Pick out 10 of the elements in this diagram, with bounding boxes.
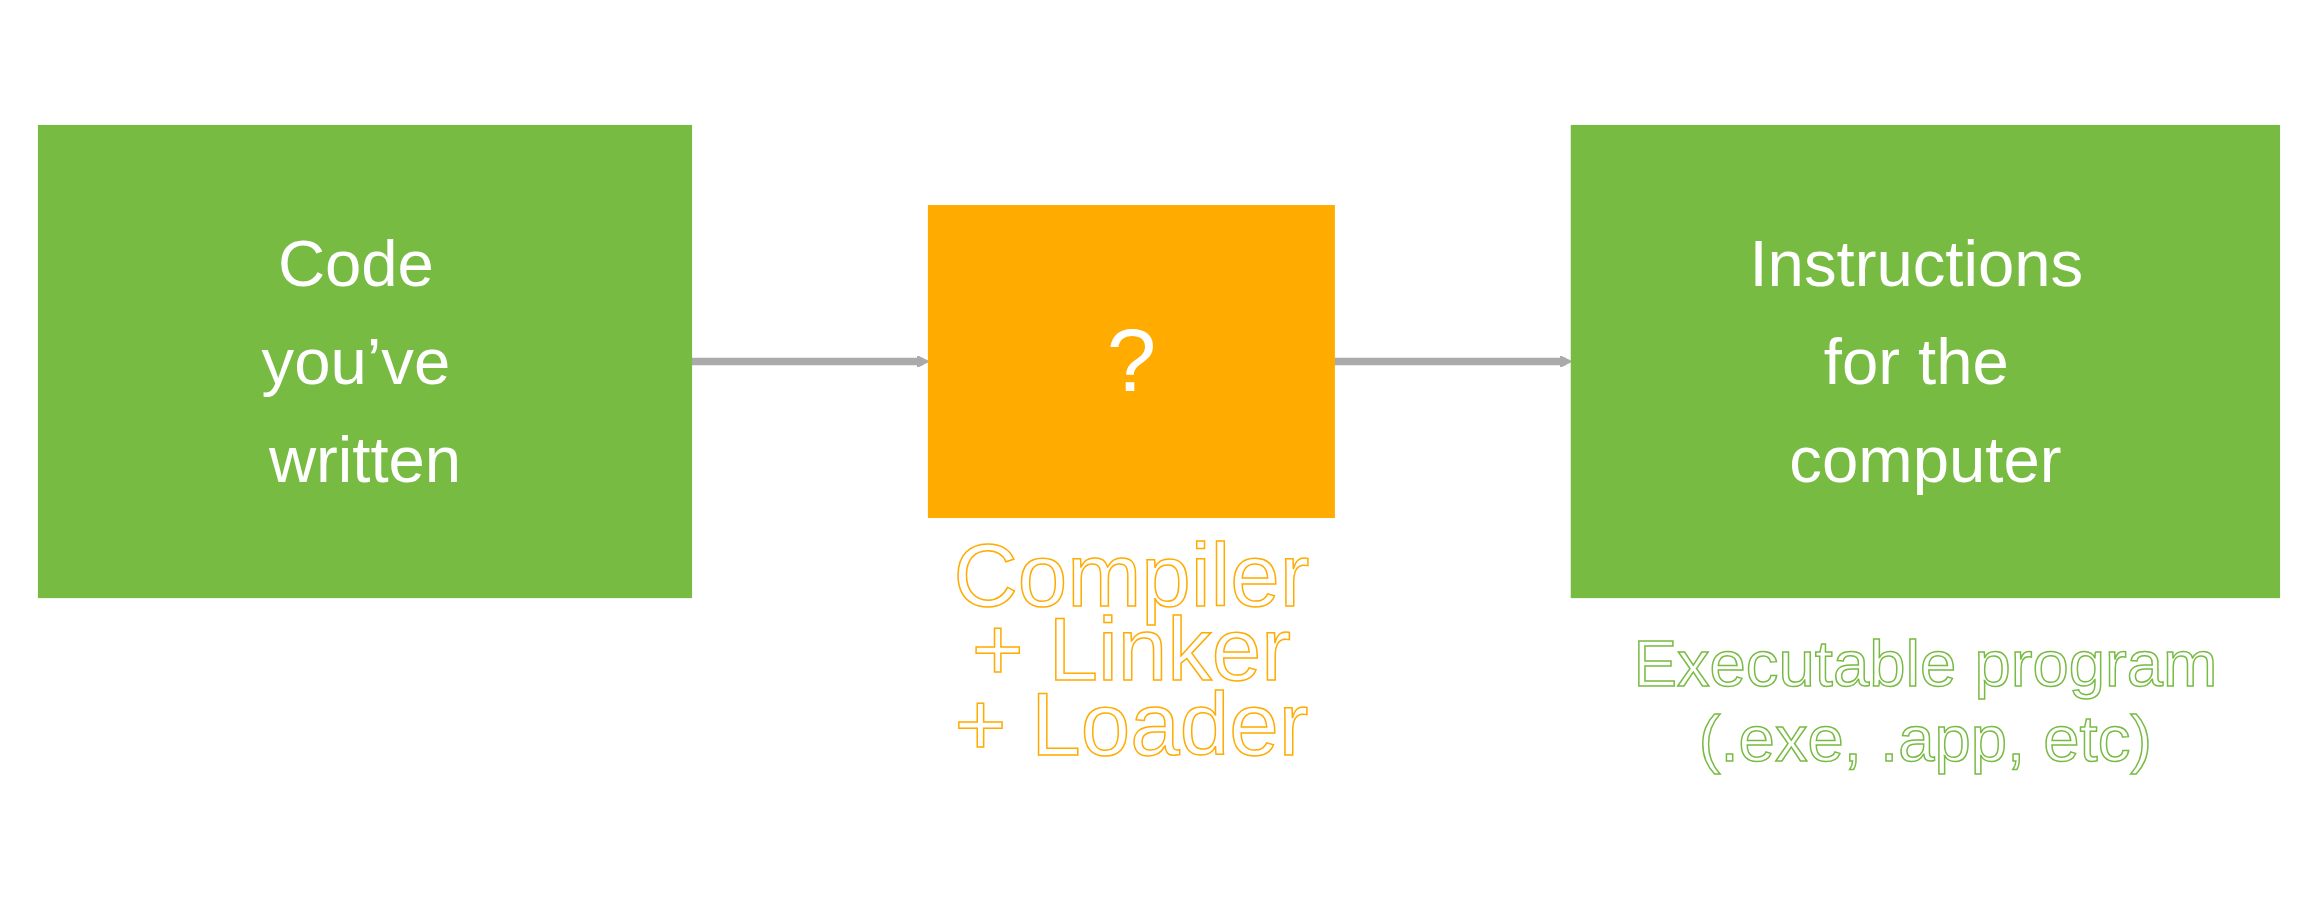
node-caption: Executable program (.exe, .app, etc) (1633, 627, 2218, 775)
arrow (691, 355, 930, 369)
arrow (1334, 355, 1573, 369)
process-box (37, 124, 693, 599)
node-text: ? (1106, 310, 1157, 413)
node-caption: Compiler + Linker + Loader (953, 525, 1310, 774)
process-box (1570, 124, 2281, 599)
process-box (927, 205, 1335, 518)
node-text: Instructions for the computer (1749, 225, 2085, 497)
node-text: Code you’ve written (260, 225, 463, 497)
